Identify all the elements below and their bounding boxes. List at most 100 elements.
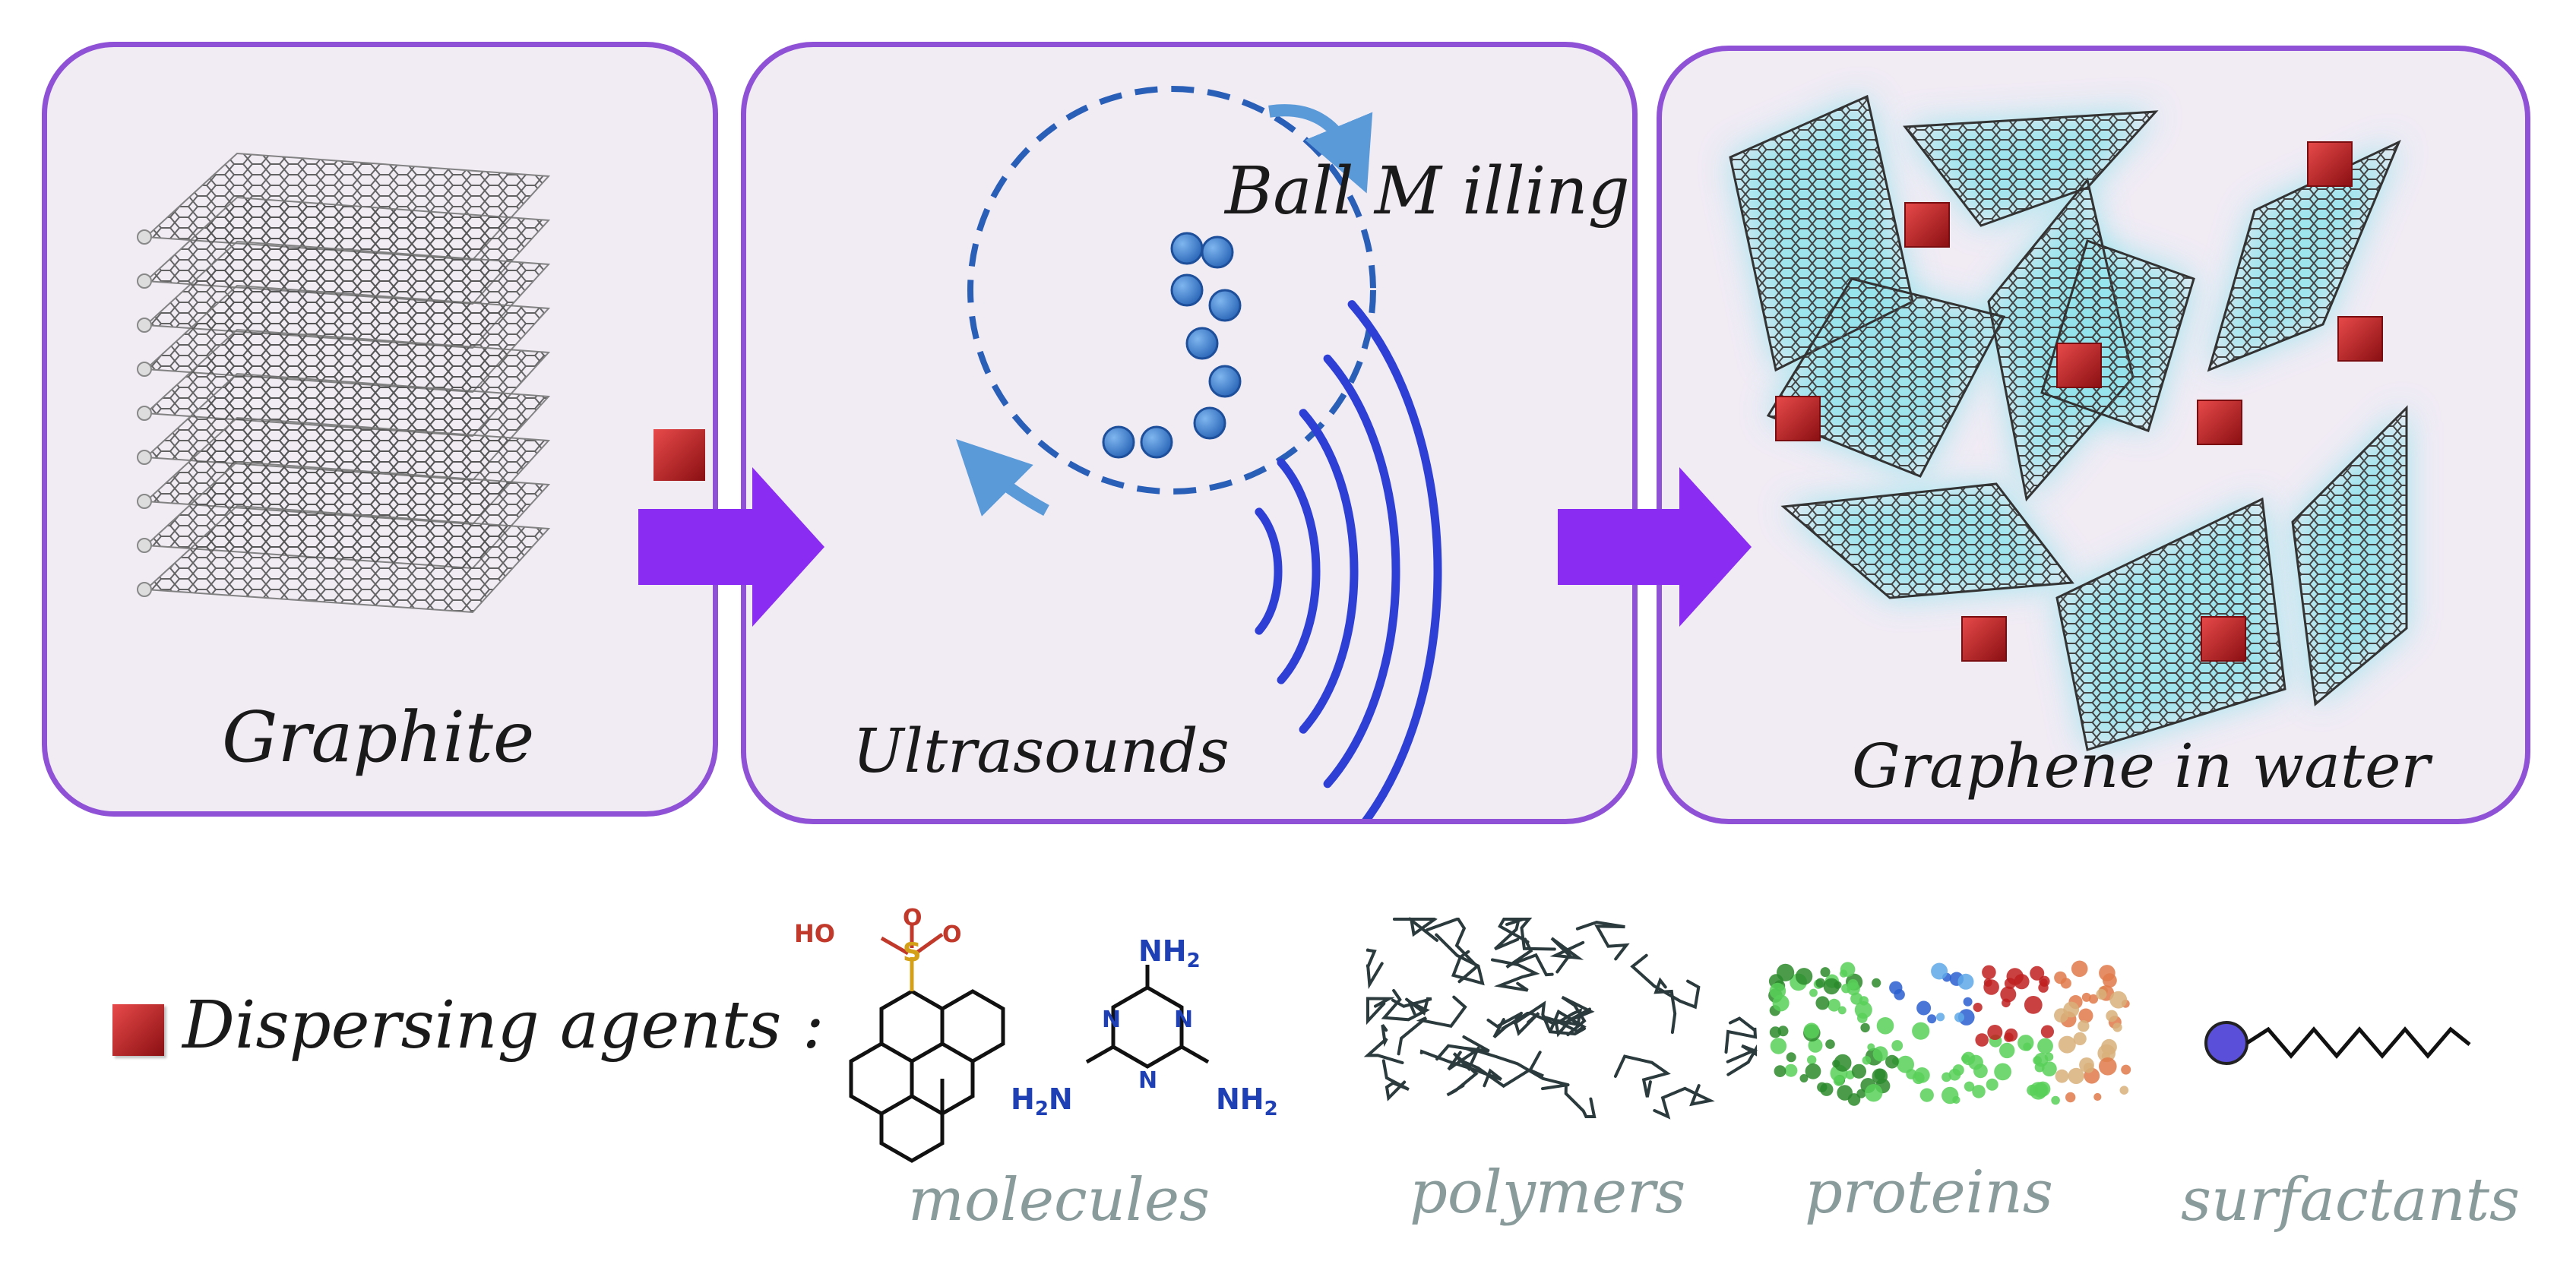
h2n-left-label: H2N bbox=[1011, 1082, 1073, 1120]
rotation-arrow-top bbox=[1268, 104, 1373, 194]
polymer-chain bbox=[1381, 1059, 1410, 1101]
legend-label: Dispersing agents : bbox=[182, 988, 824, 1063]
protein-residue bbox=[1987, 1025, 2003, 1040]
protein-residue bbox=[1832, 1060, 1840, 1068]
oxygen-right-label: O bbox=[942, 921, 962, 948]
protein-residue bbox=[1948, 1068, 1961, 1081]
protein-residue bbox=[2083, 1062, 2094, 1073]
surfactant-molecule-icon bbox=[2204, 1021, 2471, 1065]
protein-residue bbox=[1837, 1006, 1847, 1015]
dispersant-square-icon bbox=[1961, 616, 2007, 662]
protein-residue bbox=[1931, 962, 1948, 980]
protein-residue bbox=[2051, 1095, 2060, 1105]
polymer-chain bbox=[1575, 920, 1630, 961]
protein-residue bbox=[1927, 1014, 1937, 1024]
protein-residue bbox=[1784, 1063, 1798, 1077]
ring-n2-label: N bbox=[1174, 1007, 1193, 1033]
graphene-sheet bbox=[1780, 482, 2074, 599]
protein-residue bbox=[1972, 1085, 1986, 1098]
protein-residue bbox=[2121, 1064, 2131, 1075]
protein-residue bbox=[1954, 1012, 1964, 1022]
protein-residue bbox=[2030, 966, 2045, 981]
protein-residue bbox=[2023, 1042, 2032, 1051]
protein-residue bbox=[2065, 1092, 2076, 1103]
protein-residue bbox=[1982, 965, 1996, 980]
protein-residue bbox=[1986, 1078, 1998, 1091]
graphite-stack-illustration bbox=[137, 152, 551, 614]
protein-residue bbox=[1774, 1065, 1786, 1077]
protein-residue bbox=[1958, 1009, 1975, 1026]
protein-residue bbox=[2005, 1028, 2018, 1042]
sound-wave-arc bbox=[1299, 409, 1359, 734]
protein-residue bbox=[1825, 1039, 1835, 1049]
protein-residue bbox=[2002, 998, 2011, 1008]
ring-n3-label: N bbox=[1138, 1067, 1157, 1094]
dispersant-square-icon bbox=[2307, 141, 2353, 187]
protein-residue bbox=[2038, 982, 2049, 993]
graphene-sheet bbox=[1766, 277, 2006, 478]
protein-residue bbox=[1876, 1017, 1894, 1035]
protein-residue bbox=[1936, 1013, 1945, 1022]
protein-residue bbox=[1889, 981, 1903, 995]
protein-residue bbox=[1809, 988, 1818, 997]
milling-ball bbox=[1201, 235, 1234, 269]
polymer-network-icon bbox=[1363, 916, 1758, 1120]
protein-residue bbox=[1891, 1040, 1904, 1051]
graphene-sheet bbox=[2055, 497, 2286, 751]
protein-residue bbox=[2034, 1062, 2045, 1073]
polymer-chain bbox=[1363, 1024, 1404, 1064]
dispersant-square-icon bbox=[2201, 616, 2246, 662]
protein-residue bbox=[1834, 1054, 1852, 1072]
polymer-chain bbox=[1654, 977, 1677, 1034]
protein-residue bbox=[2060, 978, 2071, 989]
pyrene-sulfonic-acid-molecule-icon bbox=[849, 923, 1005, 1163]
protein-residue bbox=[2040, 1025, 2054, 1038]
sound-wave-arc bbox=[1255, 507, 1283, 635]
protein-residue bbox=[1961, 1051, 1976, 1066]
protein-residue bbox=[1872, 1068, 1888, 1084]
dispersant-square-icon bbox=[2056, 343, 2102, 388]
protein-residue bbox=[1777, 963, 1795, 981]
process-illustration bbox=[956, 86, 1442, 819]
polymer-chain bbox=[1391, 997, 1432, 1016]
graphite-label: Graphite bbox=[222, 697, 535, 778]
protein-residue bbox=[1912, 1022, 1930, 1040]
protein-residue bbox=[1769, 982, 1786, 1000]
ring-n1-label: N bbox=[1102, 1007, 1121, 1033]
protein-residue bbox=[2101, 1038, 2117, 1055]
protein-residue bbox=[1839, 969, 1848, 978]
graphene-panel: Graphene in water bbox=[1657, 46, 2530, 824]
protein-residue bbox=[1817, 1082, 1828, 1093]
polymer-chain bbox=[1541, 1083, 1597, 1118]
polymer-chain bbox=[1724, 1016, 1758, 1054]
graphene-sheet bbox=[2291, 405, 2408, 706]
milling-ball bbox=[1208, 365, 1242, 398]
protein-residue bbox=[2033, 1082, 2049, 1098]
protein-residue bbox=[2044, 1052, 2054, 1062]
dispersant-square-icon bbox=[1775, 396, 1821, 441]
polymer-chain bbox=[1419, 1049, 1502, 1088]
protein-residue bbox=[1803, 1022, 1820, 1039]
ultrasounds-label: Ultrasounds bbox=[853, 716, 1229, 786]
protein-residue bbox=[1847, 1093, 1861, 1106]
protein-residue bbox=[1805, 1063, 1821, 1079]
ultrasound-waves-icon bbox=[1255, 300, 1442, 819]
protein-residue bbox=[1799, 1074, 1809, 1082]
protein-residue bbox=[2099, 1057, 2117, 1076]
protein-residue bbox=[2024, 996, 2043, 1014]
polymer-chain bbox=[1366, 997, 1395, 1026]
protein-residue bbox=[2081, 992, 2091, 1002]
protein-residue bbox=[1865, 1084, 1883, 1102]
protein-residue bbox=[2106, 1010, 2118, 1022]
protein-residue bbox=[1862, 1056, 1872, 1065]
polymer-chain bbox=[1366, 948, 1384, 990]
sulfur-label: S bbox=[903, 937, 922, 968]
polymer-chain bbox=[1435, 933, 1485, 986]
polymer-chain bbox=[1726, 1044, 1758, 1076]
protein-residue bbox=[1872, 1046, 1888, 1062]
ball-milling-label: Ball M illing bbox=[1225, 153, 1630, 229]
protein-residue bbox=[1795, 968, 1813, 985]
protein-residue bbox=[1973, 1003, 1983, 1013]
protein-residue bbox=[2103, 973, 2117, 988]
category-molecules-label: molecules bbox=[908, 1166, 1210, 1234]
